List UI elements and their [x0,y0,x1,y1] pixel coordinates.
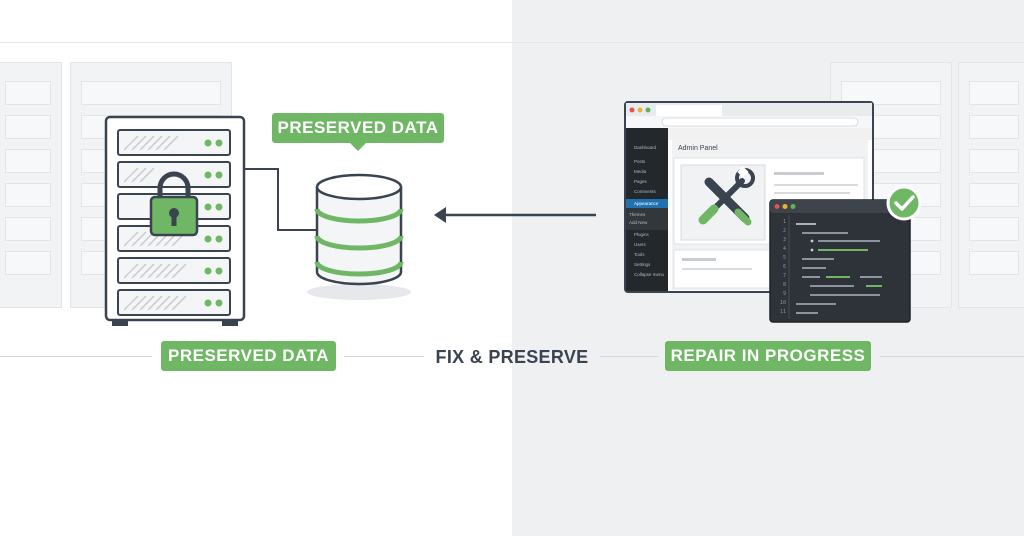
wrench-screwdriver-icon [698,166,755,226]
code-line-number: 2 [782,228,786,234]
code-line-number: 3 [782,237,786,243]
arrow-left-icon [434,207,596,223]
code-line-number: 5 [782,255,786,261]
code-line-number: 1 [782,219,786,225]
code-line-number: 11 [779,309,786,315]
code-line-number: 8 [782,282,786,288]
divider-left [0,356,152,357]
admin-menu-item[interactable]: Comments [634,189,656,194]
code-line-number: 10 [779,300,786,306]
check-icon [886,185,922,221]
admin-menu-item[interactable]: Themes [629,212,646,217]
admin-menu-item[interactable]: Dashboard [634,145,657,150]
admin-menu-item[interactable]: Settings [634,262,651,267]
fix-preserve-label: FIX & PRESERVE [435,346,589,367]
admin-menu-item[interactable]: Pages [634,179,647,184]
database-icon [307,173,411,300]
repair-in-progress-tag: REPAIR IN PROGRESS [665,341,871,371]
admin-menu-item[interactable]: Posts [634,159,646,164]
code-editor [769,199,911,323]
code-line-number: 7 [782,273,786,279]
background-server-right-2 [958,62,1024,308]
code-line-number: 4 [782,246,786,252]
lock-icon [149,171,199,237]
code-line-number: 9 [782,291,786,297]
admin-menu-item[interactable]: Add New [629,220,648,225]
server-db-connector [244,168,318,231]
admin-menu-item[interactable]: Users [634,242,646,247]
admin-panel-title: Admin Panel [678,145,718,152]
divider-mid-left [344,356,424,357]
background-server-left-1 [0,62,62,308]
divider-mid-right [600,356,658,357]
preserved-data-tag-top: PRESERVED DATA [272,113,444,143]
admin-menu-item[interactable]: Media [634,169,647,174]
ceiling-line [0,42,1024,43]
preserved-data-tag-pointer [350,143,366,151]
divider-right [880,356,1024,357]
admin-menu-item[interactable]: Collapse menu [634,272,665,277]
admin-menu-item[interactable]: Plugins [634,232,649,237]
admin-menu-item[interactable]: Appearance [634,201,659,206]
preserved-data-tag-bottom: PRESERVED DATA [161,341,336,371]
code-line-number: 6 [782,264,786,270]
admin-menu-item[interactable]: Tools [634,252,645,257]
